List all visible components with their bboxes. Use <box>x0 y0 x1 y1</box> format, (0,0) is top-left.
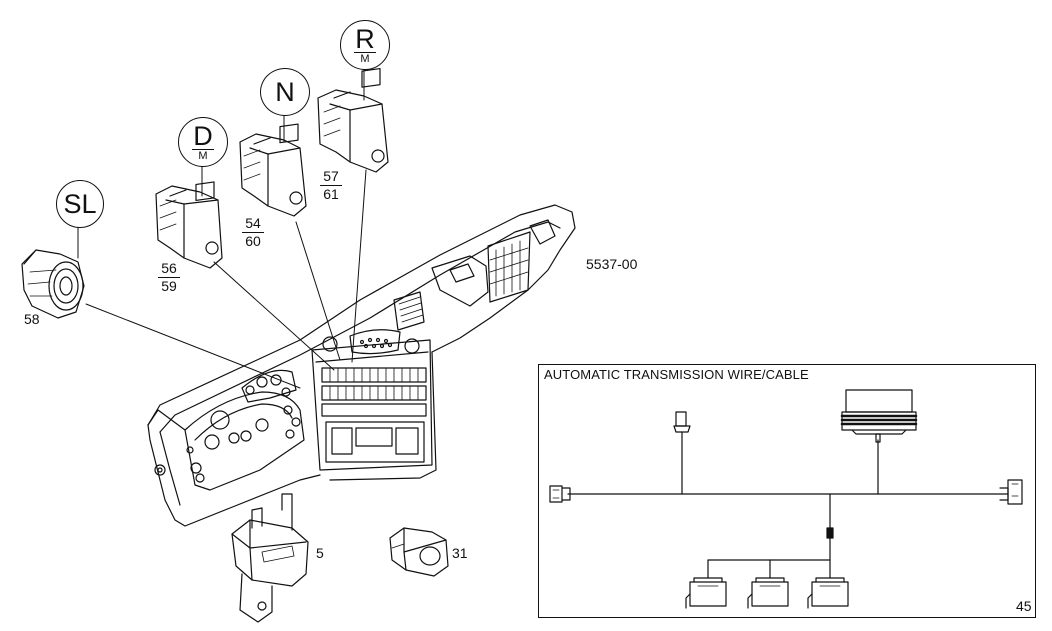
callout-d-label: D <box>193 120 213 151</box>
leader-lines <box>77 66 367 389</box>
part-58-round-switch <box>21 249 85 319</box>
diagram-code: 5537-00 <box>586 256 638 272</box>
callout-n: N <box>260 68 310 116</box>
part-number-5: 5 <box>316 545 324 561</box>
callout-sl-label: SL <box>63 189 97 219</box>
callout-r: R M <box>340 20 390 70</box>
part-number-57-61: 57 61 <box>320 168 342 203</box>
part-56-switch <box>155 181 223 269</box>
part-number-60: 60 <box>245 233 261 249</box>
part-number-56: 56 <box>158 260 180 278</box>
wiring-harness <box>549 389 1023 609</box>
callout-r-sub: M <box>354 51 376 65</box>
callout-n-label: N <box>275 77 295 107</box>
part-number-57: 57 <box>320 168 342 186</box>
inset-title: AUTOMATIC TRANSMISSION WIRE/CABLE <box>544 367 809 382</box>
part-number-61: 61 <box>323 186 339 202</box>
callout-d-sub: M <box>192 148 214 162</box>
part-5-relay <box>231 493 309 623</box>
callout-sl: SL <box>56 180 104 228</box>
part-number-59: 59 <box>161 278 177 294</box>
part-31-clip <box>389 527 449 577</box>
part-54-switch <box>239 123 307 217</box>
part-number-54-60: 54 60 <box>242 215 264 250</box>
part-number-54: 54 <box>242 215 264 233</box>
part-57-switch <box>317 67 389 173</box>
part-number-56-59: 56 59 <box>158 260 180 295</box>
inset-part-number-45: 45 <box>1016 598 1032 614</box>
dashboard-illustration <box>147 204 576 527</box>
callout-r-label: R <box>355 23 375 54</box>
part-number-31: 31 <box>452 545 468 561</box>
callout-d: D M <box>178 117 228 167</box>
inset-box <box>538 364 1036 618</box>
part-number-58: 58 <box>24 311 40 327</box>
